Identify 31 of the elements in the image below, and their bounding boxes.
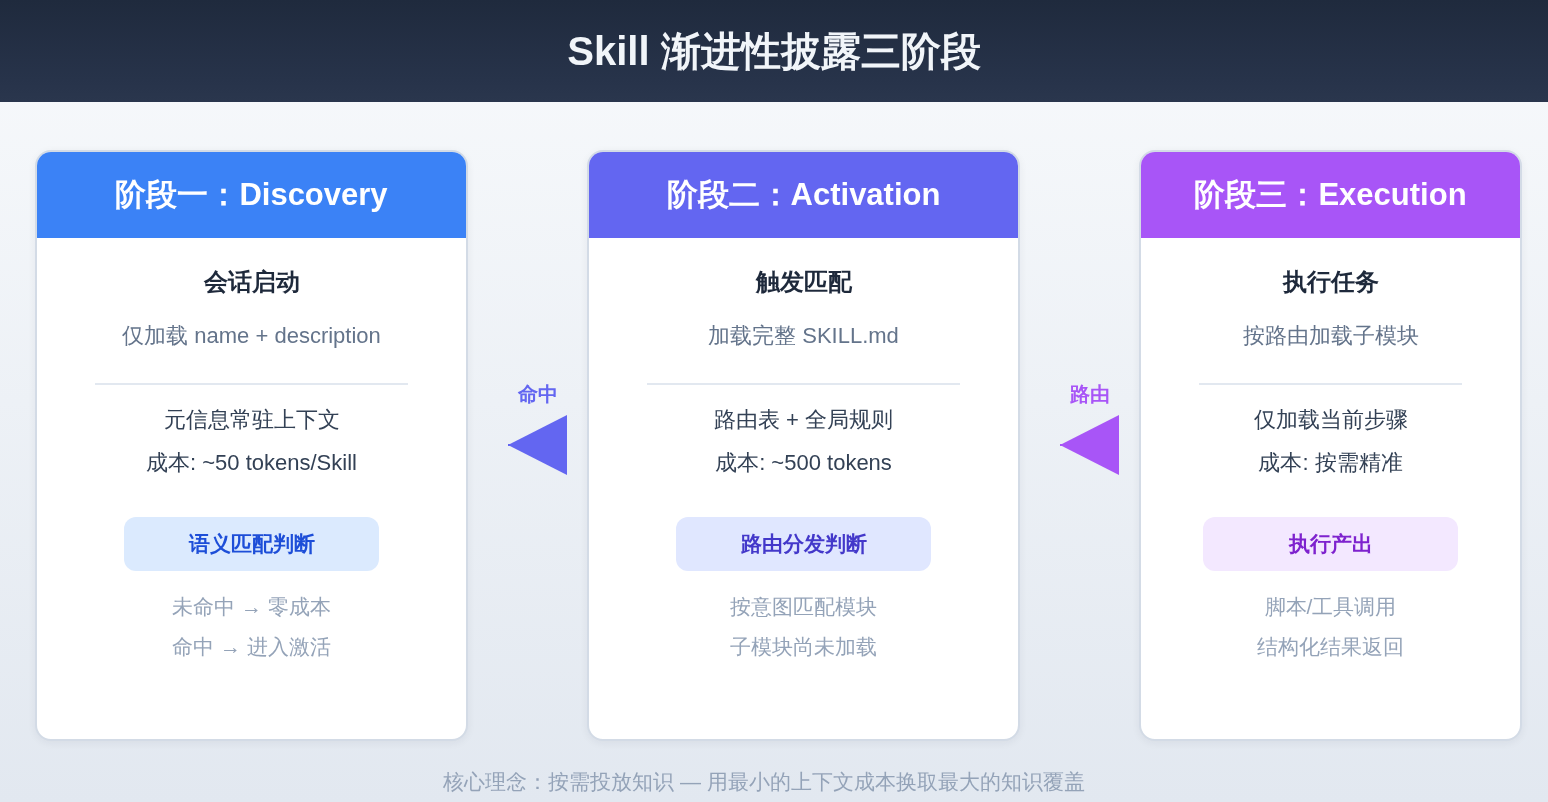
note-text: 子模块尚未加载 xyxy=(730,634,877,660)
step-description: 按路由加载子模块 xyxy=(1242,322,1419,350)
stage-header: 阶段二：Activation xyxy=(589,152,1018,238)
detail-text: 成本: ~50 tokens/Skill xyxy=(146,449,357,477)
note-text: 命中 → 进入激活 xyxy=(172,634,331,660)
stage-header: 阶段三：Execution xyxy=(1141,152,1520,238)
detail-text: 成本: ~500 tokens xyxy=(715,449,892,477)
stage-card xyxy=(1139,150,1522,741)
detail-text: 路由表 + 全局规则 xyxy=(713,406,894,434)
step-description: 加载完整 SKILL.md xyxy=(708,322,899,350)
title-banner: Skill 渐进性披露三阶段 xyxy=(0,0,1548,102)
judgment-tag: 执行产出 xyxy=(1203,517,1458,571)
step-description: 仅加载 name + description xyxy=(122,322,381,350)
edge-label: 命中 xyxy=(517,382,558,406)
step-title: 触发匹配 xyxy=(755,267,852,297)
detail-text: 仅加载当前步骤 xyxy=(1253,406,1408,434)
stage-card xyxy=(587,150,1020,741)
judgment-tag: 路由分发判断 xyxy=(676,517,931,571)
stage-card xyxy=(35,150,468,741)
note-text: 未命中 → 零成本 xyxy=(172,594,331,620)
detail-text: 成本: 按需精准 xyxy=(1258,449,1403,477)
step-title: 执行任务 xyxy=(1282,267,1379,297)
edge-label: 路由 xyxy=(1069,382,1110,406)
note-text: 按意图匹配模块 xyxy=(730,594,877,620)
detail-text: 元信息常驻上下文 xyxy=(163,406,340,434)
step-title: 会话启动 xyxy=(203,267,300,297)
caption-text: 核心理念：按需投放知识 — 用最小的上下文成本换取最大的知识覆盖 xyxy=(443,769,1085,795)
stage-header: 阶段一：Discovery xyxy=(37,152,466,238)
note-text: 结构化结果返回 xyxy=(1257,634,1404,660)
judgment-tag: 语义匹配判断 xyxy=(124,517,379,571)
note-text: 脚本/工具调用 xyxy=(1264,594,1397,620)
